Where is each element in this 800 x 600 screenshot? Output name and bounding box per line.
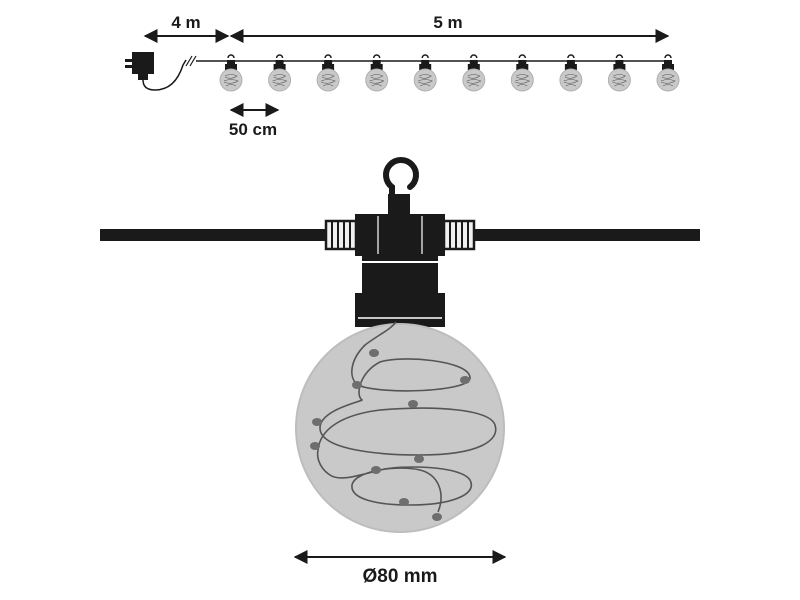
right-coupler xyxy=(442,219,476,251)
bulb-diameter-label: Ø80 mm xyxy=(363,566,438,587)
left-coupler xyxy=(324,219,358,251)
plug-icon xyxy=(138,74,148,80)
led-dot xyxy=(352,381,362,389)
main-cable-right xyxy=(470,229,700,241)
adapter-cable xyxy=(142,59,187,91)
led-dot xyxy=(399,498,409,506)
bulb-spacing-label: 50 cm xyxy=(229,120,277,139)
main-cable-left xyxy=(100,229,328,241)
socket-housing xyxy=(324,214,476,327)
led-wire-icon xyxy=(310,321,497,521)
led-dot xyxy=(432,513,442,521)
cable-break-icon xyxy=(185,55,197,67)
power-adapter-icon xyxy=(125,52,154,74)
led-dot xyxy=(310,442,320,450)
string-length-label: 5 m xyxy=(433,13,462,32)
globe-bulb xyxy=(295,323,505,533)
led-dot xyxy=(369,349,379,357)
led-dot xyxy=(460,376,470,384)
bulb-icon xyxy=(295,323,505,533)
led-dot xyxy=(414,455,424,463)
led-dot xyxy=(371,466,381,474)
led-dot xyxy=(408,400,418,408)
led-dot xyxy=(312,418,322,426)
cable-length-label: 4 m xyxy=(171,13,200,32)
hook-icon xyxy=(383,157,419,216)
